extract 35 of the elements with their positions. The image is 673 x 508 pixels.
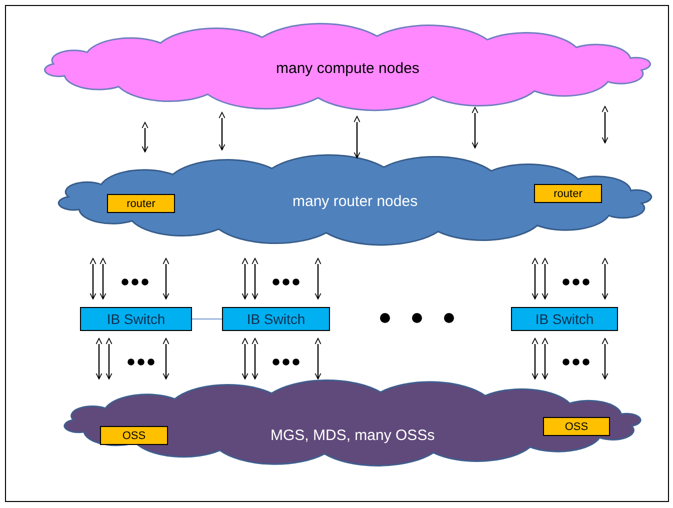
double-arrow bbox=[106, 338, 112, 380]
double-arrow bbox=[142, 122, 148, 152]
double-arrow bbox=[96, 338, 102, 380]
double-arrow bbox=[162, 338, 170, 380]
double-arrow bbox=[532, 258, 538, 300]
double-arrow bbox=[314, 258, 322, 300]
label-box: router bbox=[534, 184, 602, 203]
double-arrow bbox=[472, 106, 478, 148]
cloud-label: many router nodes bbox=[292, 193, 418, 210]
double-arrow bbox=[354, 116, 360, 158]
label-box: IB Switch bbox=[511, 307, 618, 331]
connector-line bbox=[192, 318, 222, 320]
cloud-label: many compute nodes bbox=[276, 60, 420, 78]
label-box: router bbox=[107, 194, 175, 213]
double-arrow bbox=[162, 258, 170, 300]
double-arrow bbox=[90, 258, 96, 300]
cloud-shape bbox=[55, 153, 655, 247]
cloud-label: MGS, MDS, many OSSs bbox=[270, 427, 435, 444]
double-arrow bbox=[218, 112, 226, 150]
double-arrow bbox=[242, 338, 248, 380]
double-arrow bbox=[252, 338, 258, 380]
double-arrow bbox=[252, 258, 258, 300]
double-arrow bbox=[602, 338, 608, 380]
double-arrow bbox=[602, 106, 608, 144]
double-arrow bbox=[242, 258, 248, 300]
double-arrow bbox=[532, 338, 538, 380]
double-arrow bbox=[100, 258, 106, 300]
double-arrow bbox=[542, 258, 548, 300]
label-box: IB Switch bbox=[222, 307, 330, 331]
label-box: OSS bbox=[100, 426, 168, 445]
double-arrow bbox=[602, 258, 608, 300]
double-arrow bbox=[314, 338, 322, 380]
label-box: OSS bbox=[543, 417, 610, 436]
double-arrow bbox=[542, 338, 548, 380]
label-box: IB Switch bbox=[80, 307, 192, 331]
